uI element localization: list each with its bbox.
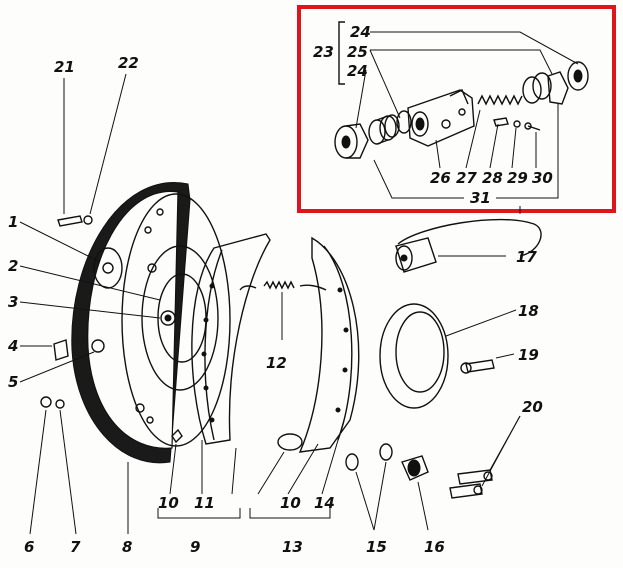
brake-shoe-with-lining-right bbox=[277, 236, 360, 453]
nut-16 bbox=[401, 455, 429, 481]
anchor-pin bbox=[160, 310, 176, 326]
label-11: 11 bbox=[194, 494, 215, 512]
label-28: 28 bbox=[482, 169, 503, 187]
label-3: 3 bbox=[8, 293, 18, 311]
label-12: 12 bbox=[266, 354, 287, 372]
label-18: 18 bbox=[518, 302, 539, 320]
wheel-cylinder-body bbox=[407, 89, 475, 147]
label-4: 4 bbox=[7, 337, 18, 355]
label-23: 23 bbox=[313, 43, 334, 61]
brake-cable-fitting bbox=[395, 218, 542, 273]
label-30: 30 bbox=[532, 169, 553, 187]
pin-10 bbox=[171, 428, 183, 444]
brake-drum bbox=[379, 303, 449, 409]
group-23-bracket bbox=[338, 21, 345, 85]
label-27: 27 bbox=[456, 169, 477, 187]
label-14: 14 bbox=[314, 494, 335, 512]
brake-backing-plate bbox=[71, 182, 231, 464]
label-2: 2 bbox=[8, 257, 18, 275]
label-9: 9 bbox=[190, 538, 200, 556]
bolt-21-22 bbox=[57, 215, 93, 227]
cylinder-piston-left bbox=[384, 110, 412, 138]
cylinder-spring bbox=[477, 94, 523, 106]
eccentric-bolt bbox=[53, 339, 105, 361]
label-10-right: 10 bbox=[280, 494, 301, 512]
return-spring bbox=[239, 280, 327, 291]
label-17: 17 bbox=[516, 248, 537, 266]
label-7: 7 bbox=[70, 538, 81, 556]
label-24-bottom: 24 bbox=[347, 62, 368, 80]
label-1: 1 bbox=[8, 213, 18, 231]
label-5: 5 bbox=[8, 373, 18, 391]
label-25: 25 bbox=[347, 43, 368, 61]
label-22: 22 bbox=[118, 54, 139, 72]
adjuster-disc bbox=[93, 247, 123, 289]
cylinder-piston-right bbox=[547, 71, 569, 105]
washers-6-7 bbox=[40, 396, 65, 409]
bleeder-screw-parts bbox=[493, 117, 541, 131]
label-19: 19 bbox=[518, 346, 539, 364]
bolts-20 bbox=[449, 469, 493, 499]
cylinder-cup-right bbox=[522, 72, 552, 104]
cylinder-boot-left bbox=[334, 123, 369, 159]
label-20: 20 bbox=[522, 398, 543, 416]
label-21: 21 bbox=[54, 58, 75, 76]
label-6: 6 bbox=[24, 538, 34, 556]
label-16: 16 bbox=[424, 538, 445, 556]
cylinder-cup-left bbox=[368, 115, 397, 145]
label-8: 8 bbox=[122, 538, 132, 556]
label-15: 15 bbox=[366, 538, 387, 556]
label-10-left: 10 bbox=[158, 494, 179, 512]
label-24-top: 24 bbox=[350, 23, 371, 41]
cylinder-boot-right bbox=[567, 61, 589, 91]
label-31: 31 bbox=[470, 189, 491, 207]
label-13: 13 bbox=[282, 538, 303, 556]
washers-15 bbox=[345, 443, 393, 471]
wheel-cylinder-inset-frame bbox=[297, 5, 616, 213]
label-29: 29 bbox=[507, 169, 528, 187]
brake-shoe-with-lining-left bbox=[191, 233, 271, 445]
screw-19 bbox=[460, 359, 495, 374]
label-26: 26 bbox=[430, 169, 451, 187]
